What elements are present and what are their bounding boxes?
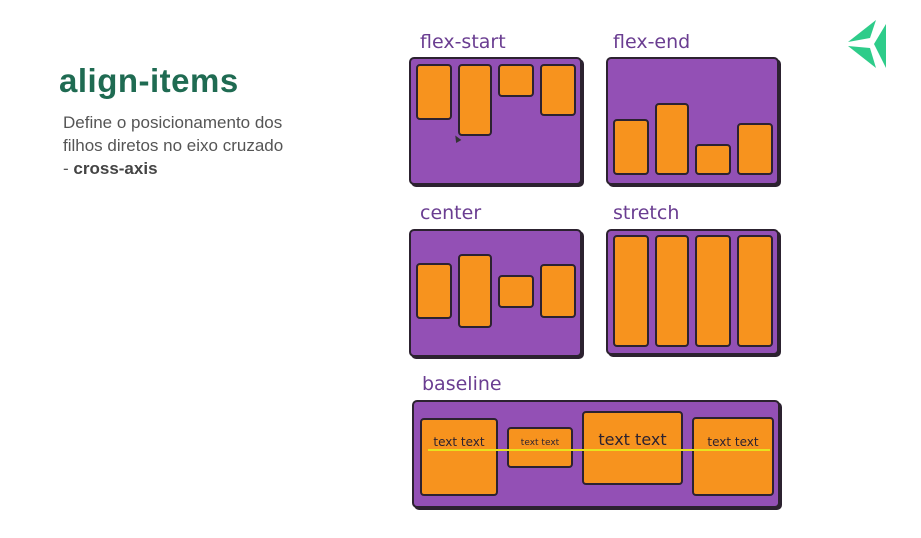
description-bold: cross-axis [73,159,158,178]
label-baseline: baseline [422,373,502,395]
brand-logo-icon [848,20,886,68]
description: Define o posicionamento dos filhos diret… [63,111,293,180]
flex-start-box-2 [458,64,492,136]
center-box-2 [458,254,492,328]
baseline-box-3: text text [582,411,683,485]
baseline-box-4: text text [692,417,774,496]
baseline-box-2: text text [507,427,573,468]
label-flex-end: flex-end [613,31,691,53]
flex-end-box-4 [737,123,773,175]
baseline-box-1-text: text text [433,435,485,449]
baseline-box-1: text text [420,418,498,496]
description-text: Define o posicionamento dos filhos diret… [63,113,284,178]
baseline-box-3-text: text text [598,430,667,449]
baseline-box-4-text: text text [707,435,759,449]
center-box-1 [416,263,452,319]
flex-start-box-3 [498,64,534,97]
label-stretch: stretch [613,202,680,224]
center-box-4 [540,264,576,318]
flex-start-box-4 [540,64,576,116]
stretch-box-2 [655,235,689,347]
stretch-box-4 [737,235,773,347]
stretch-box-1 [613,235,649,347]
baseline-line [428,449,770,451]
label-flex-start: flex-start [420,31,506,53]
flex-end-box-1 [613,119,649,175]
page-title: align-items [59,62,239,99]
flex-start-box-1 [416,64,452,120]
baseline-box-2-text: text text [520,438,560,448]
flex-end-box-2 [655,103,689,175]
label-center: center [420,202,482,224]
center-box-3 [498,275,534,308]
stretch-box-3 [695,235,731,347]
flex-end-box-3 [695,144,731,175]
